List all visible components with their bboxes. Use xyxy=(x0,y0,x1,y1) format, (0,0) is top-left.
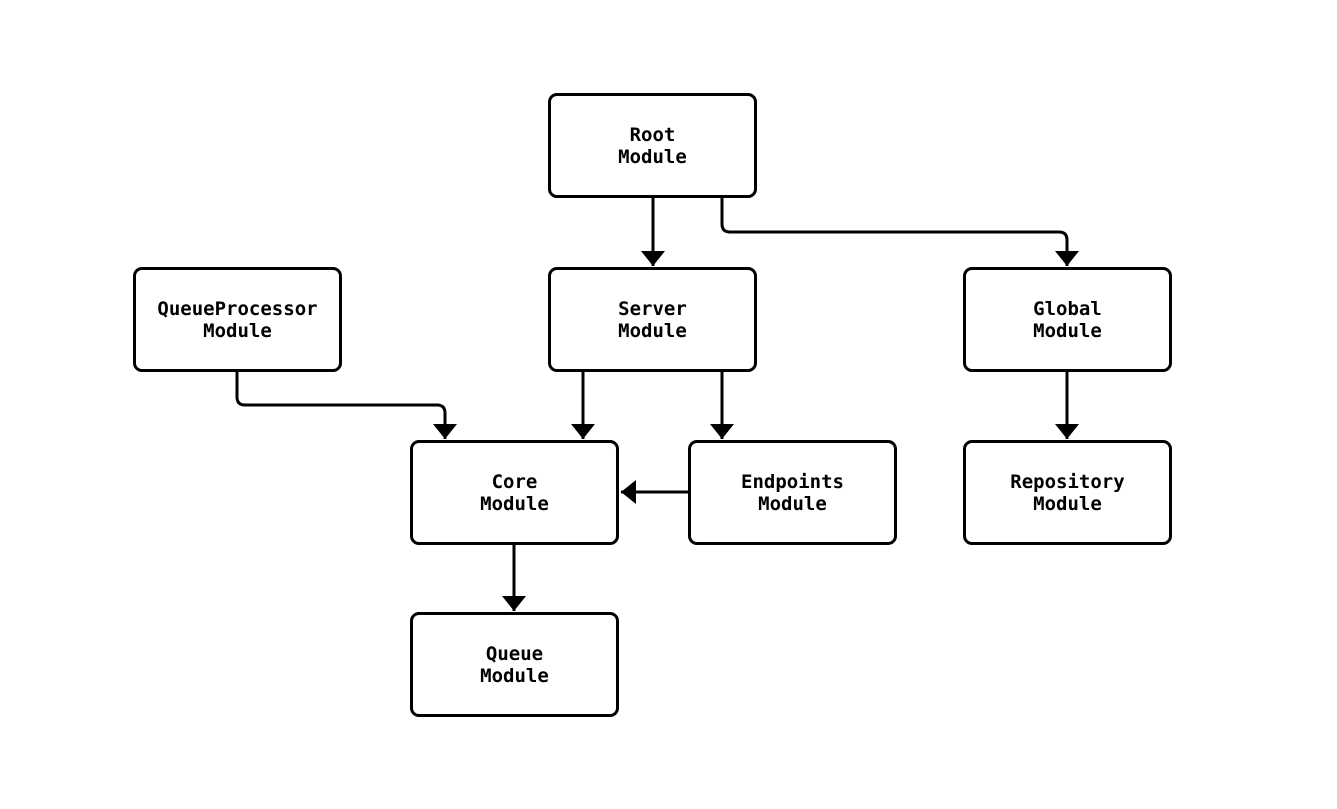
node-endpoints-module: Endpoints Module xyxy=(688,440,897,545)
node-global-module: Global Module xyxy=(963,267,1172,372)
node-global-module-label: Global Module xyxy=(1033,297,1102,342)
edge-queueprocessor-to-core xyxy=(235,372,457,439)
node-root-module: Root Module xyxy=(548,93,757,198)
node-core-module-label: Core Module xyxy=(480,470,549,515)
node-core-module: Core Module xyxy=(410,440,619,545)
node-queue-module: Queue Module xyxy=(410,612,619,717)
node-server-module: Server Module xyxy=(548,267,757,372)
node-repository-module-label: Repository Module xyxy=(1010,470,1125,515)
edge-root-to-global xyxy=(720,198,1079,266)
node-repository-module: Repository Module xyxy=(963,440,1172,545)
node-root-module-label: Root Module xyxy=(618,123,687,168)
node-queueprocessor-module: QueueProcessor Module xyxy=(133,267,342,372)
node-server-module-label: Server Module xyxy=(618,297,687,342)
node-endpoints-module-label: Endpoints Module xyxy=(741,470,844,515)
node-queue-module-label: Queue Module xyxy=(480,642,549,687)
node-queueprocessor-module-label: QueueProcessor Module xyxy=(157,297,318,342)
